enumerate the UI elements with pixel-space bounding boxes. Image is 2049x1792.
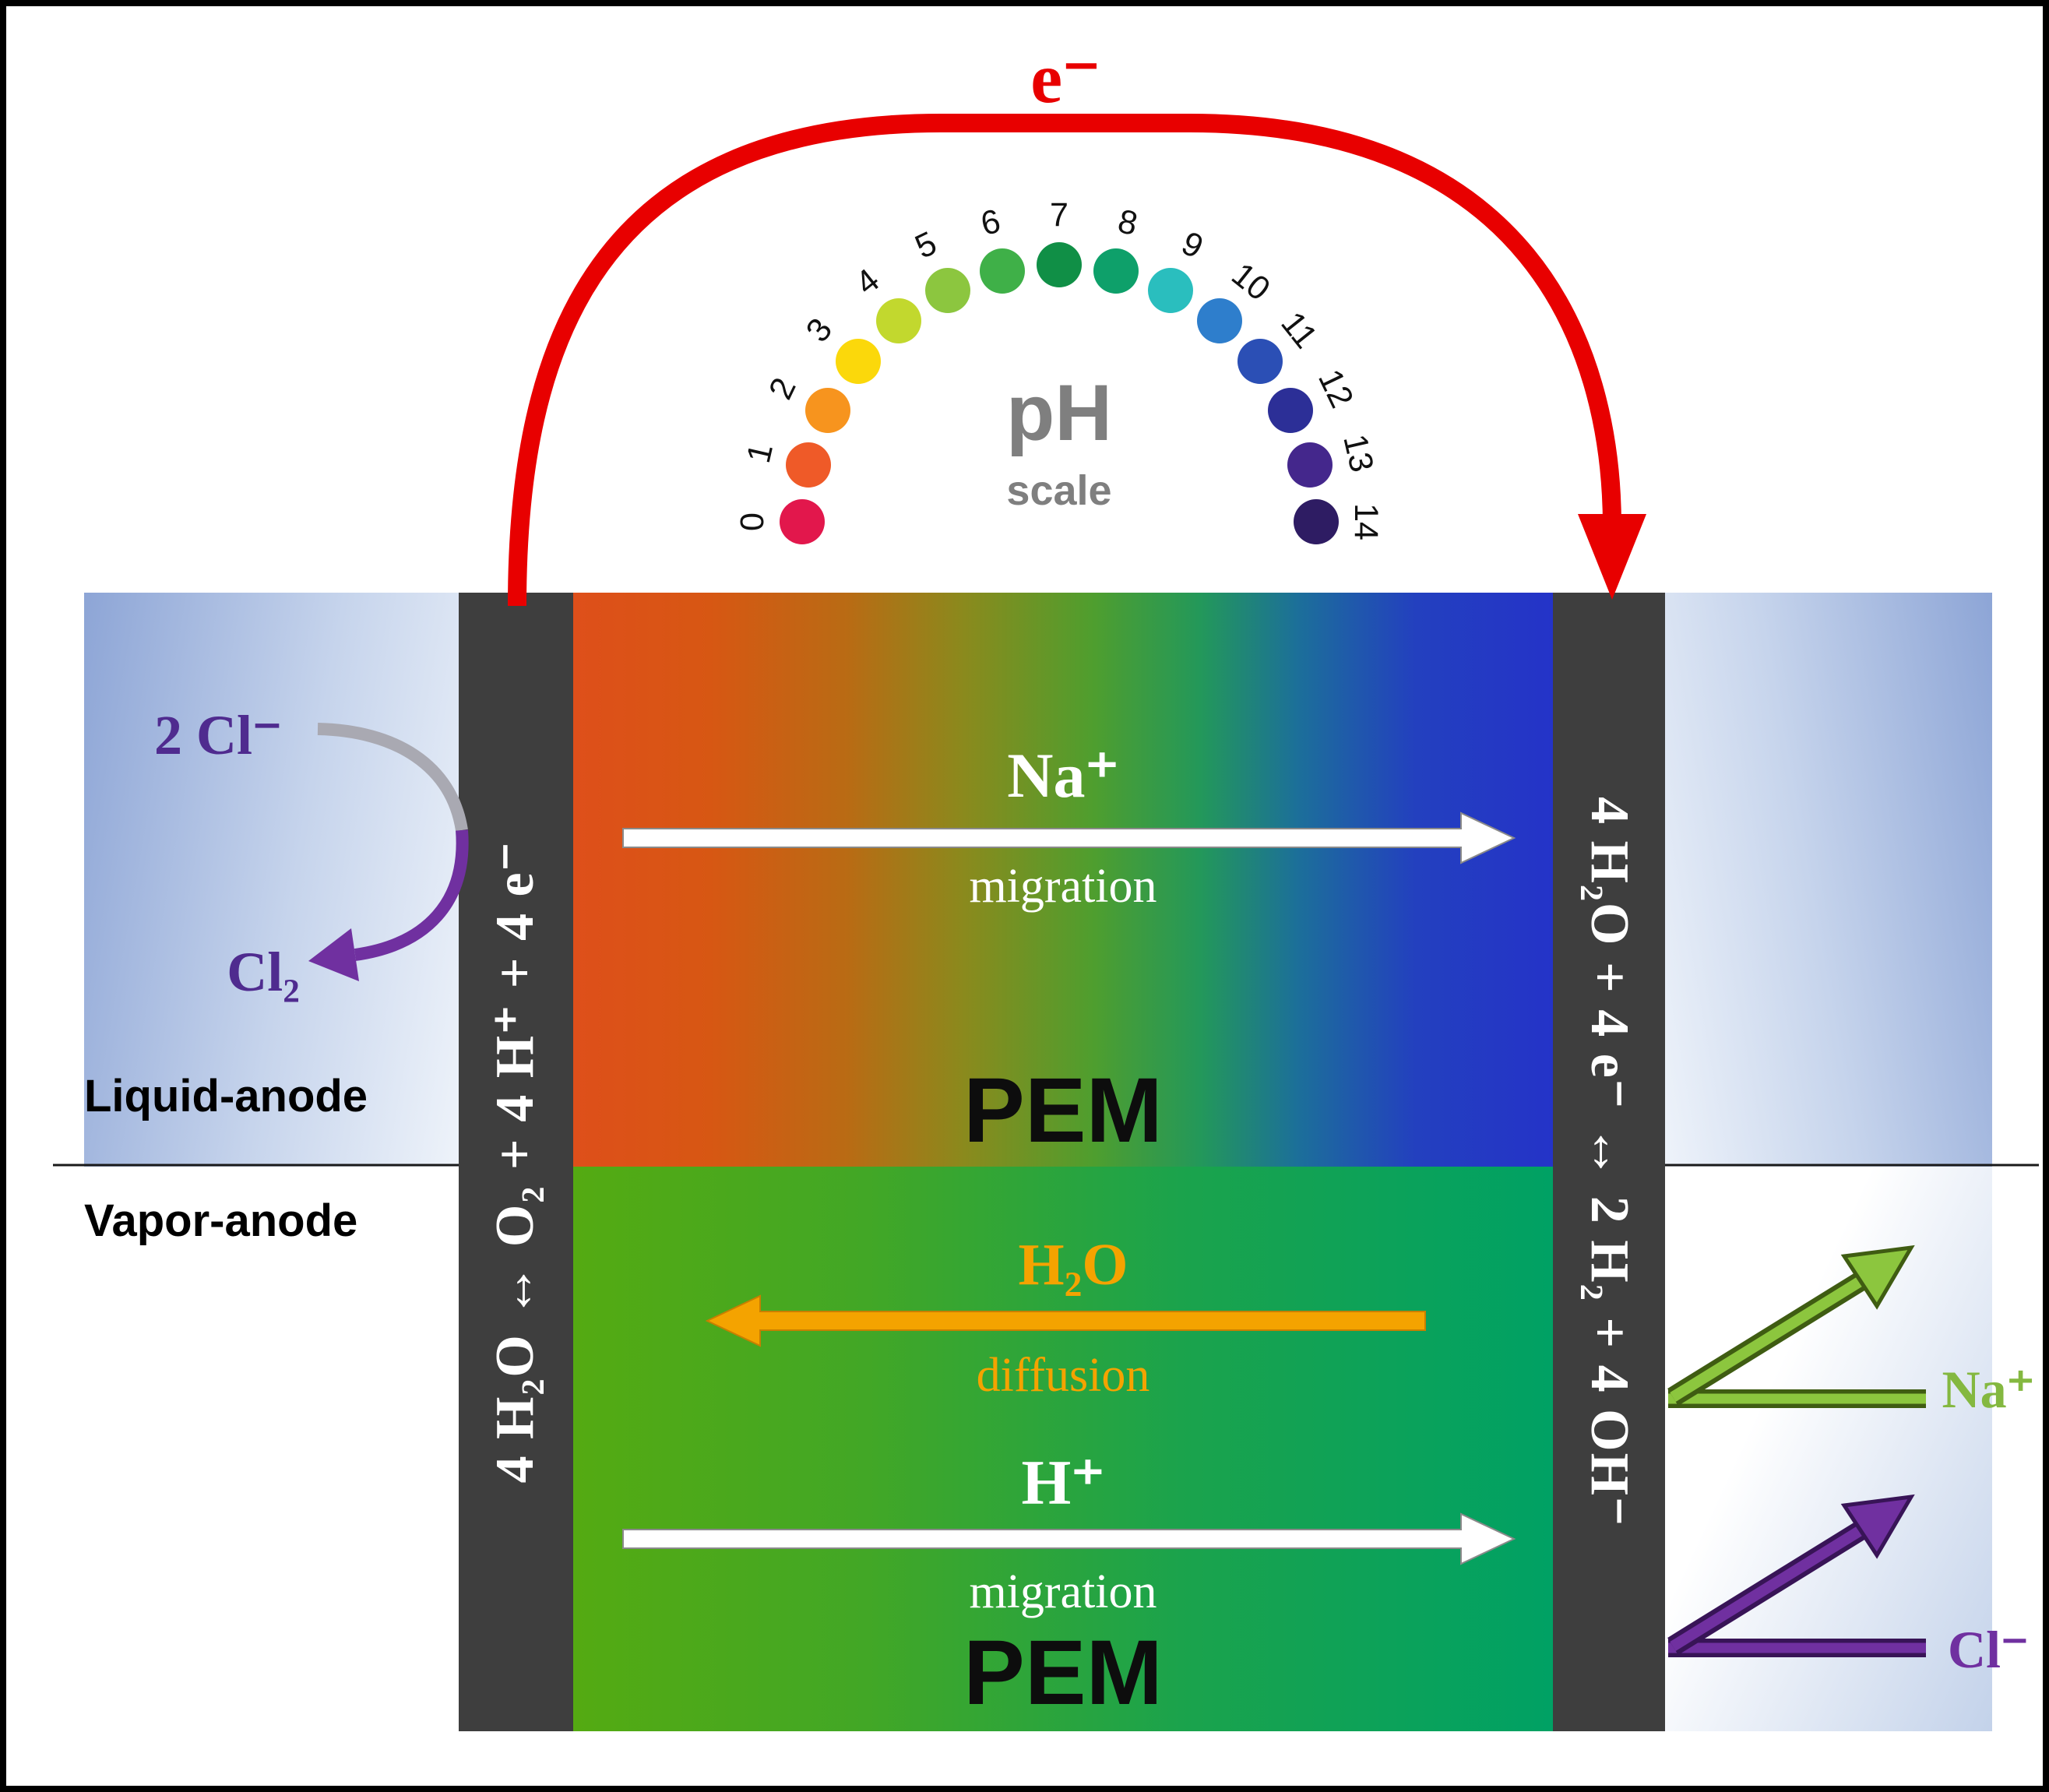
ph-dot-5 [924,267,970,313]
ph-dot-6 [979,248,1025,294]
pem-membrane-bottom [573,1167,1553,1731]
ph-number-5: 5 [909,224,943,266]
cathode-electrode [1553,593,1665,1731]
catholyte-top-panel [1665,593,1992,1167]
ph-dot-12 [1268,387,1314,433]
na-migration-label: migration [969,860,1157,913]
electron-label: e⁻ [1030,38,1100,118]
ph-dot-1 [786,442,832,488]
sodium-product-label: Na⁺ [1942,1360,2035,1419]
electron-flow-arrowhead [1578,514,1646,600]
ph-number-2: 2 [761,371,804,406]
ph-number-14: 14 [1347,503,1385,540]
h-ion-label: H⁺ [1021,1447,1105,1518]
ph-dot-4 [876,297,922,343]
chloride-product-label: Cl⁻ [1948,1620,2029,1679]
ph-number-10: 10 [1224,255,1277,308]
ph-dot-8 [1093,248,1139,294]
ph-number-13: 13 [1336,431,1382,476]
ph-dot-13 [1287,442,1333,488]
ph-subtitle: scale [1006,467,1112,514]
chlorine-out-label: Cl₂ [227,941,300,1003]
vapor-anode-label: Vapor-anode [84,1195,358,1246]
ph-dot-9 [1148,267,1194,313]
ph-title: pH [1006,368,1112,457]
catholyte-bottom-panel [1665,1167,1992,1731]
ph-number-0: 0 [733,512,771,531]
liquid-anode-label: Liquid-anode [84,1071,368,1121]
diffusion-label: diffusion [976,1349,1150,1402]
ph-dot-3 [835,339,881,385]
ph-number-1: 1 [739,440,780,467]
ph-dot-2 [804,387,850,433]
pem-bottom-label: PEM [963,1621,1163,1724]
ph-dot-0 [780,499,825,544]
anode-electrode [459,593,573,1731]
ph-dot-11 [1237,339,1283,385]
ph-number-9: 9 [1175,224,1209,266]
ph-number-7: 7 [1050,195,1069,234]
cathode-reaction-label: 4 H₂O + 4 e⁻ ↔ 2 H₂ + 4 OH⁻ [1579,797,1639,1527]
electron-flow-arrow [508,114,1621,607]
ph-number-4: 4 [848,261,887,302]
ph-number-11: 11 [1273,305,1326,356]
ph-number-12: 12 [1311,363,1361,414]
ph-dot-7 [1037,242,1082,287]
pem-top-label: PEM [963,1059,1163,1162]
ph-number-3: 3 [798,311,840,350]
h-migration-label: migration [969,1565,1157,1618]
chloride-in-label: 2 Cl⁻ [153,704,283,766]
ph-number-8: 8 [1114,202,1141,243]
ph-number-6: 6 [977,202,1005,243]
ph-dot-14 [1294,499,1339,544]
anode-reaction-label: 4 H₂O ↔ O₂ + 4 H⁺ + 4 e⁻ [485,840,545,1484]
h2o-label: H₂O [1018,1232,1128,1297]
ph-dot-10 [1196,297,1242,343]
na-ion-label: Na⁺ [1007,740,1119,811]
pem-membrane-top [573,593,1553,1167]
